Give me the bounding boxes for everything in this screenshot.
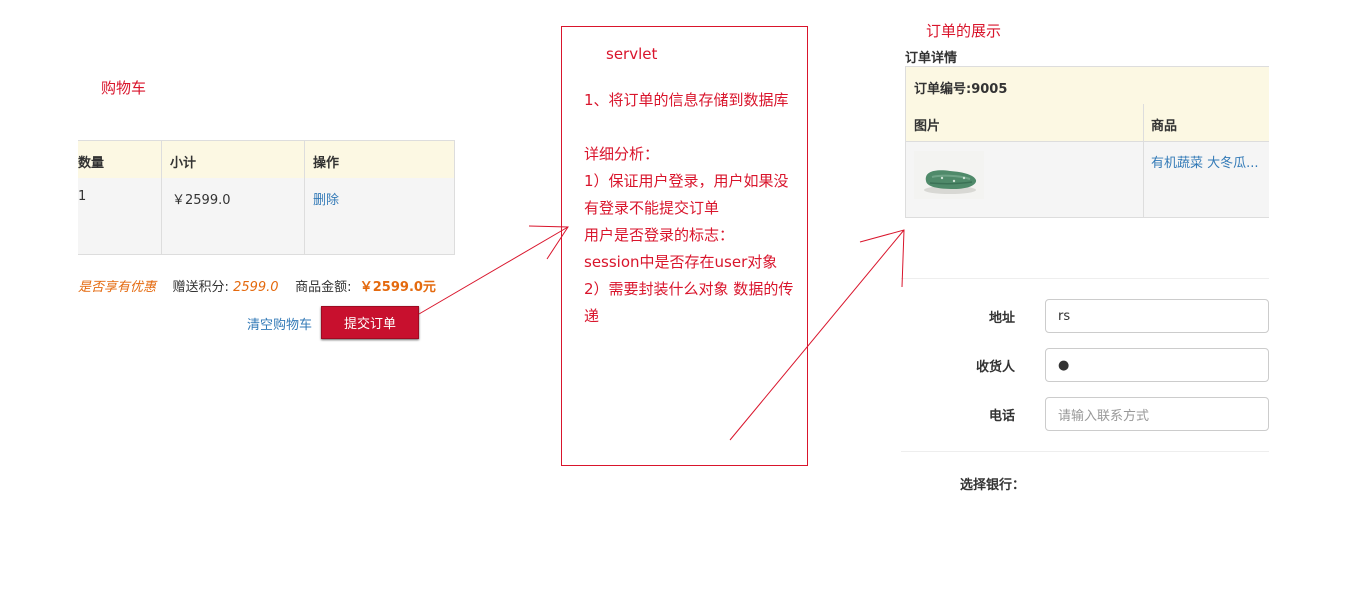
amount-value: ￥2599.0元 bbox=[359, 280, 436, 295]
clear-cart-link[interactable]: 清空购物车 bbox=[247, 318, 313, 333]
section-divider bbox=[901, 278, 1269, 279]
column-divider bbox=[304, 141, 305, 254]
winter-melon-image[interactable] bbox=[914, 151, 984, 199]
order-table: 订单编号:9005 图片 商品 有机蔬菜 大冬瓜... bbox=[905, 66, 1269, 218]
arrow-head-to-servlet bbox=[528, 225, 569, 260]
cart-summary: 是否享有优惠 赠送积分: 2599.0 商品金额: ￥2599.0元 bbox=[78, 276, 436, 295]
column-header-image: 图片 bbox=[914, 119, 941, 134]
cart-item-subtotal: ￥2599.0 bbox=[172, 193, 231, 208]
cart-annotation-title: 购物车 bbox=[101, 79, 147, 97]
receiver-label: 收货人 bbox=[975, 360, 1015, 375]
order-detail-title: 订单详情 bbox=[905, 51, 958, 66]
arrow-line-to-servlet bbox=[418, 226, 569, 315]
product-name-link[interactable]: 有机蔬菜 大冬瓜... bbox=[1151, 156, 1259, 171]
winter-melon-icon bbox=[914, 151, 984, 199]
servlet-note-box bbox=[561, 26, 808, 466]
address-value: rs bbox=[1058, 308, 1071, 324]
column-divider bbox=[161, 141, 162, 254]
column-header-product: 商品 bbox=[1151, 119, 1178, 134]
table-row bbox=[78, 178, 454, 254]
column-divider bbox=[1143, 104, 1144, 217]
section-divider bbox=[901, 451, 1269, 452]
order-display-annotation: 订单的展示 bbox=[926, 22, 1002, 40]
phone-label: 电话 bbox=[988, 409, 1015, 424]
phone-placeholder: 请输入联系方式 bbox=[1058, 408, 1150, 424]
address-field[interactable]: rs bbox=[1045, 299, 1269, 333]
column-header-subtotal: 小计 bbox=[170, 156, 197, 171]
arrow-line-to-order bbox=[729, 229, 905, 441]
servlet-note-title: servlet bbox=[606, 45, 658, 63]
column-header-action: 操作 bbox=[313, 156, 340, 171]
points-value: 2599.0 bbox=[233, 280, 279, 295]
cart-table: 数量 小计 操作 1 ￥2599.0 删除 bbox=[78, 140, 455, 255]
address-label: 地址 bbox=[988, 311, 1015, 326]
amount-label: 商品金额: bbox=[295, 280, 352, 295]
promo-text: 是否享有优惠 bbox=[78, 280, 157, 295]
order-table-header: 图片 商品 bbox=[906, 104, 1269, 142]
arrow-head-to-order bbox=[859, 229, 905, 288]
column-header-qty: 数量 bbox=[78, 156, 105, 171]
cart-item-qty: 1 bbox=[78, 189, 87, 204]
cart-table-header: 数量 小计 操作 bbox=[78, 141, 454, 179]
order-number: 订单编号:9005 bbox=[914, 82, 1008, 97]
receiver-field[interactable]: ● bbox=[1045, 348, 1269, 382]
delete-link[interactable]: 删除 bbox=[313, 193, 340, 208]
submit-order-button[interactable]: 提交订单 bbox=[321, 306, 419, 339]
select-bank-label: 选择银行： bbox=[960, 478, 1026, 493]
servlet-note-text: 1、将订单的信息存储到数据库 详细分析： 1）保证用户登录，用户如果没有登录不能… bbox=[584, 91, 794, 325]
receiver-value: ● bbox=[1058, 357, 1070, 373]
points-label: 赠送积分: bbox=[172, 280, 229, 295]
phone-field[interactable]: 请输入联系方式 bbox=[1045, 397, 1269, 431]
table-row: 有机蔬菜 大冬瓜... bbox=[906, 142, 1269, 217]
